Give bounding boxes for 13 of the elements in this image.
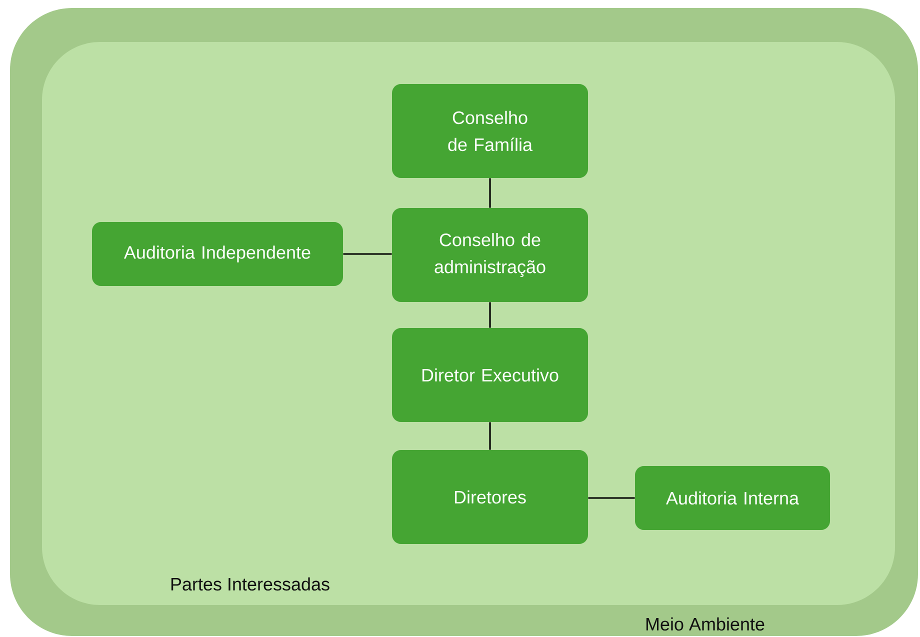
- connector-line: [489, 302, 491, 328]
- band-label: Partes Interessadas: [171, 577, 330, 591]
- org-box: Auditoria Independente: [92, 222, 343, 286]
- org-box: Diretor Executivo: [392, 328, 588, 422]
- connector-line: [489, 422, 491, 450]
- band-label: Meio Ambiente: [646, 617, 764, 631]
- connector-line: [588, 497, 635, 499]
- org-box: Conselho de Família: [392, 84, 588, 178]
- org-box: Conselho de administração: [392, 208, 588, 302]
- connector-line: [343, 253, 392, 255]
- org-box: Diretores: [392, 450, 588, 544]
- org-box: Auditoria Interna: [635, 466, 830, 530]
- connector-line: [489, 178, 491, 208]
